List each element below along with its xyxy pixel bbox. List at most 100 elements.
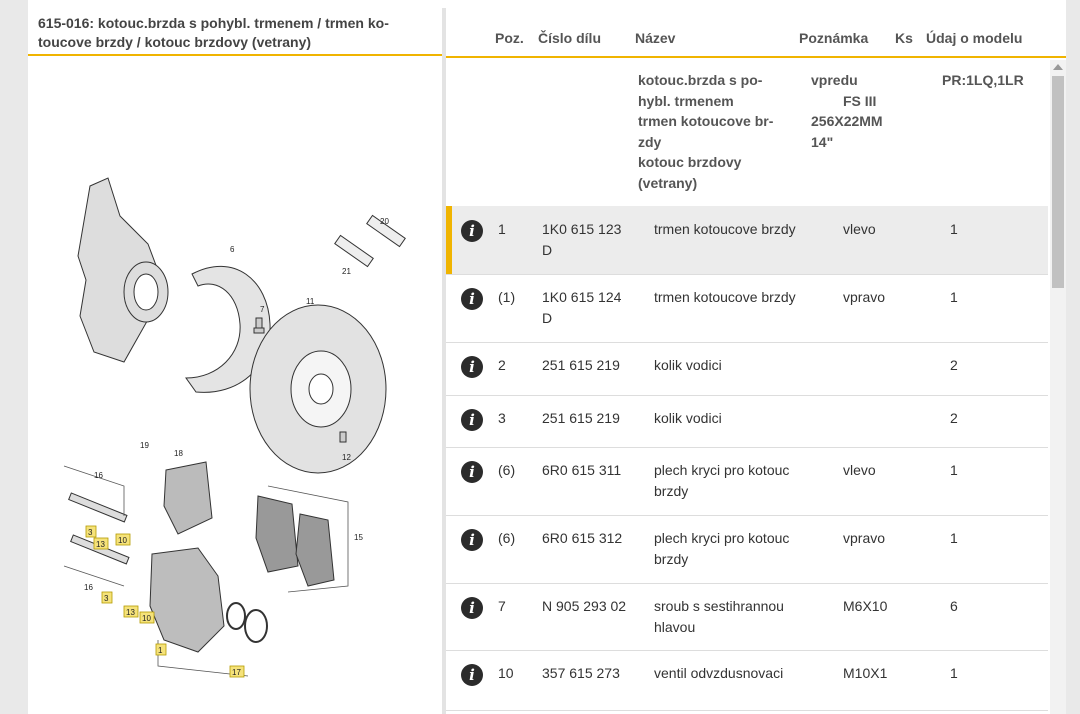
- group-header-row: kotouc.brzda s po- hybl. trmenem trmen k…: [446, 58, 1046, 207]
- row-cislo: 357 615 273: [542, 665, 620, 681]
- group-poznamka-line: FS III: [843, 92, 877, 109]
- group-poznamka-line: 14": [811, 133, 834, 150]
- group-poznamka: vpredu FS III 256X22MM 14": [811, 70, 901, 152]
- seal-rings: [226, 602, 268, 643]
- info-icon[interactable]: i: [461, 529, 483, 551]
- row-nazev: kolik vodici: [654, 357, 722, 373]
- row-cislo: 251 615 219: [542, 410, 620, 426]
- row-nazev: ventil odvzdusnovaci: [654, 665, 784, 681]
- label-13b: 13: [126, 608, 135, 617]
- label-13a: 13: [96, 540, 105, 549]
- label-21: 21: [342, 267, 351, 276]
- info-icon[interactable]: i: [461, 664, 483, 686]
- assembly-title: 615-016: kotouc.brzda s pohybl. trmenem …: [28, 8, 442, 56]
- info-icon[interactable]: i: [461, 409, 483, 431]
- table-header: Poz. Číslo dílu Název Poznámka Ks Údaj o…: [446, 8, 1066, 58]
- grease-tubes: [334, 214, 406, 268]
- info-icon[interactable]: i: [461, 597, 483, 619]
- row-cislo: 1K0 615 123 D: [542, 221, 622, 258]
- info-icon[interactable]: i: [461, 356, 483, 378]
- row-ks: 1: [950, 221, 958, 237]
- label-11: 11: [306, 297, 315, 306]
- panel-divider[interactable]: [442, 8, 446, 714]
- label-16a: 16: [94, 471, 103, 480]
- group-nazev-line: kotouc.brzda s po-: [638, 72, 763, 88]
- row-poz: 7: [498, 598, 506, 614]
- label-3a: 3: [88, 528, 93, 537]
- header-cislo[interactable]: Číslo dílu: [538, 30, 601, 46]
- row-cislo: N 905 293 02: [542, 598, 627, 614]
- header-udaj[interactable]: Údaj o modelu: [926, 30, 1023, 46]
- row-cislo: 6R0 615 311: [542, 462, 622, 478]
- steering-knuckle: [77, 177, 169, 363]
- brake-caliper: [149, 547, 225, 653]
- header-poznamka[interactable]: Poznámka: [799, 30, 869, 46]
- dust-shield: [185, 265, 271, 393]
- table-row[interactable]: i (6) 6R0 615 311 plech kryci pro kotouc br…: [446, 447, 1048, 516]
- info-icon[interactable]: i: [461, 461, 483, 483]
- row-poz: (6): [498, 530, 516, 546]
- scroll-up-arrow-icon[interactable]: [1053, 64, 1063, 70]
- label-7: 7: [260, 305, 265, 314]
- info-icon[interactable]: i: [461, 220, 483, 242]
- label-20: 20: [380, 217, 389, 226]
- row-cislo: 251 615 219: [542, 357, 620, 373]
- group-nazev-line: trmen kotoucove br-: [638, 113, 774, 129]
- group-nazev-line: zdy: [638, 133, 662, 150]
- pad-spring: [163, 461, 213, 535]
- label-15: 15: [354, 533, 363, 542]
- row-ks: 2: [950, 357, 958, 373]
- row-ks: 1: [950, 665, 958, 681]
- header-nazev[interactable]: Název: [635, 30, 676, 46]
- part-number-labels: 6 7 11 20 21 12 19 18 16 16 15 3 13 10 3…: [84, 217, 389, 678]
- row-poznamka: M10X1: [843, 665, 888, 681]
- group-poznamka-line: vpredu: [811, 72, 858, 88]
- row-poznamka: vlevo: [843, 221, 876, 237]
- row-poz: 2: [498, 357, 506, 373]
- scroll-thumb[interactable]: [1052, 76, 1064, 288]
- row-poznamka: M6X10: [843, 598, 888, 614]
- row-ks: 1: [950, 289, 958, 305]
- row-poznamka: vpravo: [843, 530, 886, 546]
- row-poz: (1): [498, 289, 516, 305]
- table-scrollbar[interactable]: [1050, 60, 1066, 714]
- illustration-panel: 615-016: kotouc.brzda s pohybl. trmenem …: [28, 8, 442, 714]
- info-icon[interactable]: i: [461, 288, 483, 310]
- label-19: 19: [140, 441, 149, 450]
- bolt-7: [253, 317, 265, 334]
- bolt-12: [339, 431, 347, 443]
- header-ks[interactable]: Ks: [895, 30, 913, 46]
- exploded-parts-diagram[interactable]: 6 7 11 20 21 12 19 18 16 16 15 3 13 10 3…: [28, 66, 442, 706]
- group-nazev: kotouc.brzda s po- hybl. trmenem trmen k…: [638, 70, 798, 193]
- group-nazev-line: kotouc brzdovy: [638, 154, 742, 170]
- label-1: 1: [158, 646, 163, 655]
- row-nazev: plech kryci pro kotouc brzdy: [654, 530, 790, 567]
- row-poz: 1: [498, 221, 506, 237]
- label-3b: 3: [104, 594, 109, 603]
- row-ks: 6: [950, 598, 958, 614]
- row-cislo: 1K0 615 124 D: [542, 289, 622, 326]
- label-10a: 10: [118, 536, 127, 545]
- row-poznamka: vpravo: [843, 289, 886, 305]
- label-16b: 16: [84, 583, 93, 592]
- header-poz[interactable]: Poz.: [495, 30, 524, 46]
- row-nazev: trmen kotoucove brzdy: [654, 221, 796, 237]
- row-ks: 1: [950, 462, 958, 478]
- label-18: 18: [174, 449, 183, 458]
- row-nazev: plech kryci pro kotouc brzdy: [654, 462, 790, 499]
- group-nazev-line: hybl. trmenem: [638, 92, 734, 109]
- guide-pins: [68, 492, 130, 565]
- row-nazev: sroub s sestihrannou hlavou: [654, 598, 784, 635]
- group-poznamka-line: 256X22MM: [811, 113, 883, 129]
- row-ks: 1: [950, 530, 958, 546]
- label-6: 6: [230, 245, 235, 254]
- row-poz: (6): [498, 462, 516, 478]
- brake-pads: [255, 495, 335, 587]
